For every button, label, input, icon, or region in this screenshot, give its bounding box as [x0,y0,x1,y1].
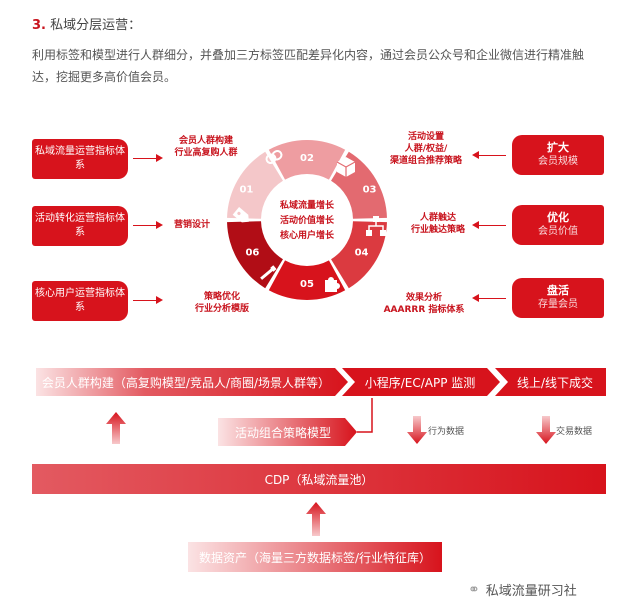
band-strategy [218,418,357,446]
left-box-1: 私域流量运营指标体系 [32,139,128,179]
down-arrow-behavior [407,416,427,444]
band2-label: 小程序/EC/APP 监测 [364,375,476,390]
up-arrow-left [106,412,126,444]
puzzle-icon [325,277,340,292]
wheel-label-06: 06 [245,248,259,259]
wheel-segment-01 [227,151,283,219]
arrow-left-1 [133,154,163,162]
wheel-center-disc [263,176,351,264]
magic-wand-icon [260,265,277,280]
strategy-label: 活动组合策略模型 [234,425,331,440]
wheel-segment-04 [331,221,387,289]
arrow-right-1 [472,151,506,159]
band1-label: 会员人群构建（高复购模型/竞品人/商圈/场景人群等） [41,375,331,390]
note-reach: 人群触达 行业触达策略 [410,213,465,235]
band3-label: 线上/线下成交 [516,375,594,390]
arrow-right-3 [472,294,506,302]
cdp-bar [32,464,606,494]
wheel-label-05: 05 [300,279,314,290]
band-monitoring [342,368,500,396]
cycle-wheel: 私域流量增长 活动价值增长 核心用户增长 01 02 03 04 05 06 [227,140,387,300]
right-box-title: 盘活 [547,284,569,297]
note-strategy: 策略优化 行业分析模版 [194,292,249,314]
tag-icon [232,207,249,223]
watermark-text: 私域流量研习社 [485,584,577,599]
section-title: 3. 私域分层运营： [32,14,141,33]
section-title-text: 私域分层运营： [50,18,142,33]
wheel-center-line-3: 核心用户增长 [280,229,335,241]
note-marketing: 营销设计 [173,220,210,230]
trade-data-label: 交易数据 [556,427,593,437]
band-member-build [36,368,348,396]
wheel-center-line-1: 私域流量增长 [279,199,335,211]
right-box-revive: 盘活 存量会员 [512,278,604,318]
assets-label: 数据资产（海量三方数据标签/行业特征库） [198,550,432,565]
arrow-left-3 [133,296,163,304]
note-activity: 活动设置 人群/权益/ 渠道组合推荐策略 [389,132,462,166]
right-box-expand: 扩大 会员规模 [512,135,604,175]
box-icon [336,157,356,177]
right-box-title: 优化 [547,211,569,224]
right-box-sub: 会员规模 [538,156,578,167]
behavior-data-label: 行为数据 [428,427,465,437]
wheel-label-01: 01 [239,185,253,196]
right-box-sub: 会员价值 [538,226,578,237]
arrow-right-2 [472,221,506,229]
connector-strategy [357,398,373,433]
arrow-left-2 [133,221,163,229]
section-number: 3. [32,18,46,33]
flow-diagram [32,368,606,572]
left-box-2: 活动转化运营指标体系 [32,206,128,246]
cdp-label: CDP（私域流量池） [264,472,374,487]
wheel-label-02: 02 [300,153,314,164]
link-icon [265,150,283,164]
right-box-sub: 存量会员 [538,299,578,310]
left-box-3: 核心用户运营指标体系 [32,281,128,321]
wheel-label-03: 03 [363,185,377,196]
right-box-optimize: 优化 会员价值 [512,205,604,245]
down-arrow-trade [536,416,556,444]
right-box-title: 扩大 [547,141,569,154]
watermark: ⚭ 私域流量研习社 [468,580,577,600]
note-analysis: 效果分析 AAARRR 指标体系 [383,293,465,315]
wheel-label-04: 04 [355,248,369,259]
wheel-center-line-2: 活动价值增长 [280,214,335,226]
wheel-segment-02 [268,140,346,180]
band-transaction [495,368,606,396]
wechat-icon: ⚭ [468,581,480,598]
note-member-build: 会员人群构建 行业高复购人群 [174,136,238,158]
up-arrow-center [306,502,326,536]
intro-paragraph: 利用标签和模型进行人群细分，并叠加三方标签匹配差异化内容，通过会员公众号和企业微… [32,48,585,84]
assets-bar [188,542,442,572]
org-chart-icon [366,216,386,236]
